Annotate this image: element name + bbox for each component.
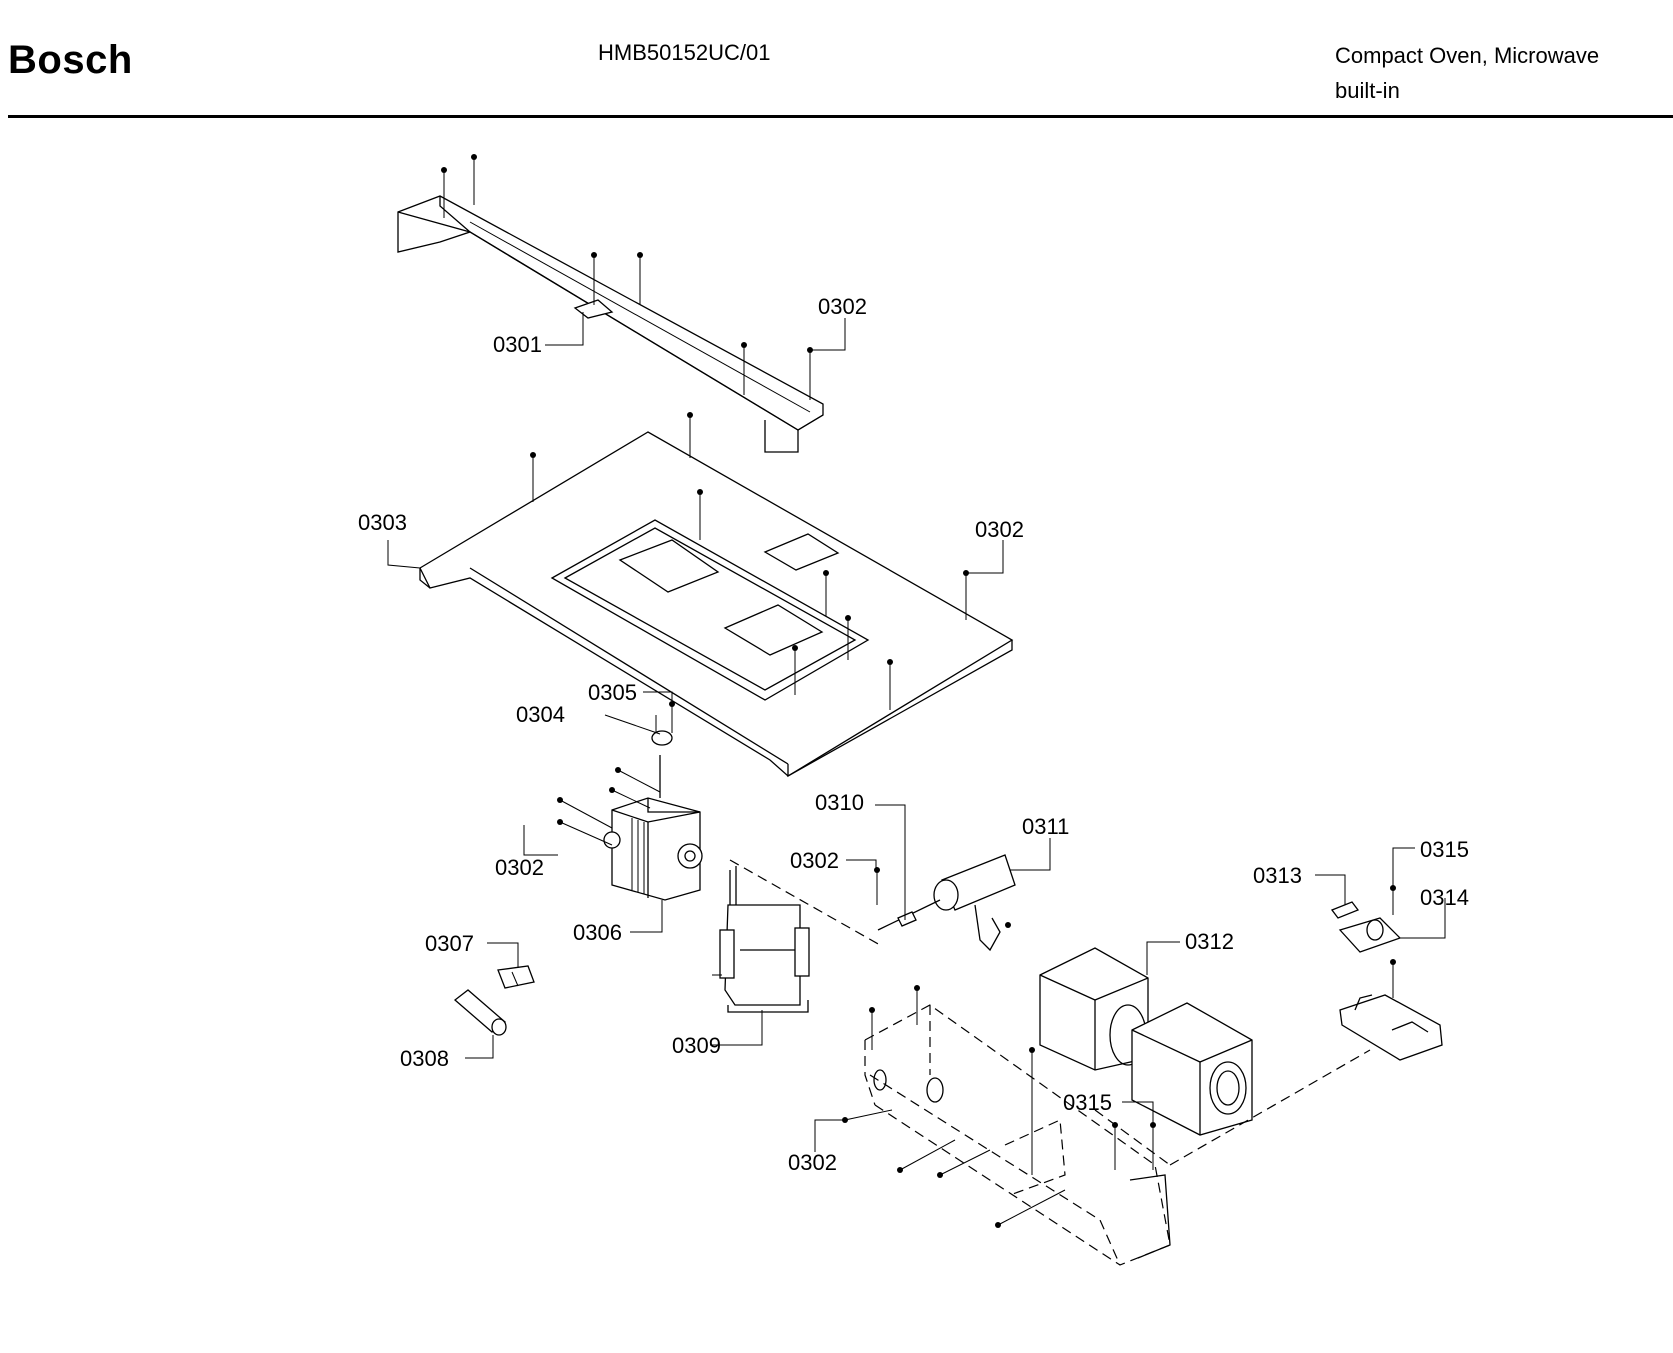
interlock-switch (1330, 901, 1402, 953)
callout-0310: 0310 (815, 790, 864, 815)
product-type-line-2: built-in (1335, 78, 1400, 103)
magnetron-screws (557, 767, 661, 846)
callout-0301: 0301 (493, 332, 542, 357)
callout-0302-cover: 0302 (975, 517, 1024, 542)
chassis-bracket (864, 1004, 1171, 1266)
callout-0312: 0312 (1185, 929, 1234, 954)
callout-0314: 0314 (1420, 885, 1469, 910)
callout-0315-chassis: 0315 (1063, 1090, 1112, 1115)
top-channel-bracket (397, 195, 824, 453)
top-cover-plate (419, 431, 1014, 778)
screws-top-cover (530, 412, 969, 710)
callout-0311: 0311 (1022, 814, 1069, 839)
callout-0307: 0307 (425, 931, 474, 956)
screws-top-bracket (441, 154, 813, 400)
callout-0306: 0306 (573, 920, 622, 945)
callout-0313: 0313 (1253, 863, 1302, 888)
callout-0302-chassis: 0302 (788, 1150, 837, 1175)
leader-lines (387, 312, 1446, 1152)
callout-0303: 0303 (358, 510, 407, 535)
callout-0302-magnetron: 0302 (495, 855, 544, 880)
switch-bracket (1339, 885, 1443, 1061)
hv-capacitor (933, 854, 1016, 952)
callout-0315-switch: 0315 (1420, 837, 1469, 862)
callouts: 0301 0302 0303 0302 0304 0305 0302 0306 … (358, 294, 1469, 1175)
model-number: HMB50152UC/01 (598, 40, 771, 65)
hv-diode (874, 867, 941, 931)
callout-0308: 0308 (400, 1046, 449, 1071)
alignment-lines (729, 859, 1371, 1166)
chassis-screws (842, 985, 1156, 1228)
brand-title: Bosch (8, 38, 133, 82)
magnetron (603, 755, 703, 901)
callout-0304: 0304 (516, 702, 565, 727)
callout-0309: 0309 (672, 1033, 721, 1058)
product-type-line-1: Compact Oven, Microwave (1335, 43, 1600, 68)
insulation-tube (453, 989, 507, 1036)
callout-0302-top-bracket: 0302 (818, 294, 867, 319)
ferrite-filter (497, 965, 535, 989)
fan-motor-housing (1039, 947, 1253, 1136)
magnetron-thermostat (651, 701, 675, 746)
callout-0305: 0305 (588, 680, 637, 705)
callout-0302-diode: 0302 (790, 848, 839, 873)
transformer-bracket (712, 866, 810, 1013)
product-type: Compact Oven, Microwave built-in (1335, 38, 1599, 108)
header-rule (8, 115, 1673, 118)
